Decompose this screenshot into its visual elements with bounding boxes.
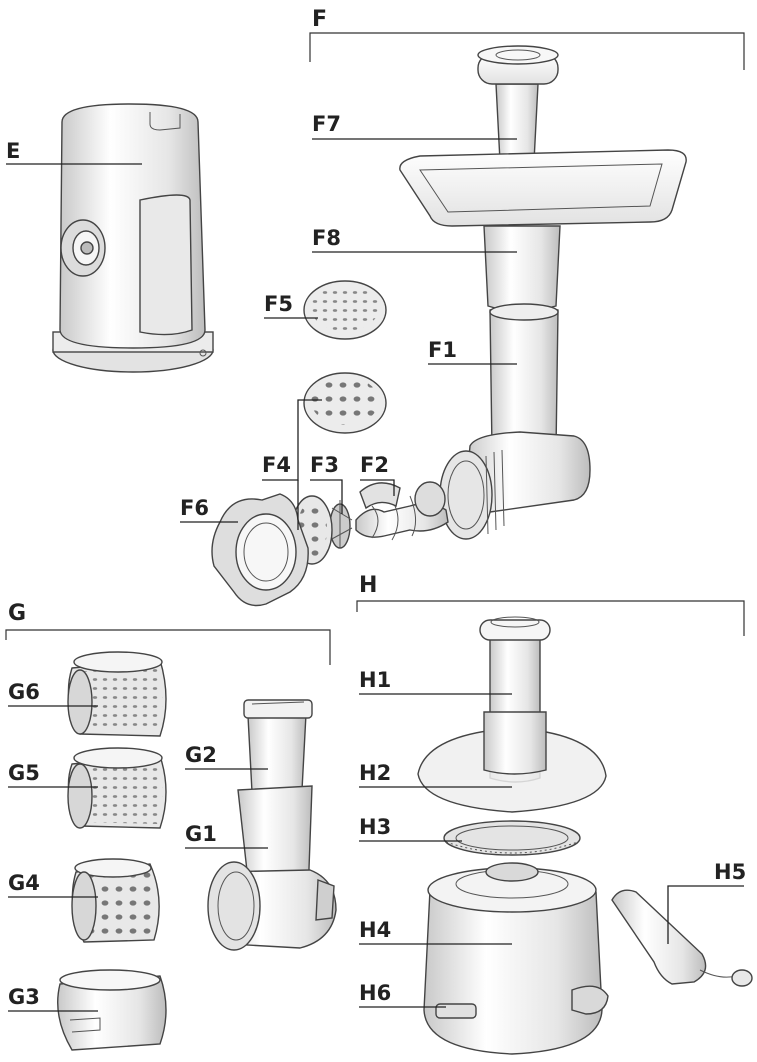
label-g3: G3 [8, 985, 40, 1009]
label-g2: G2 [185, 743, 217, 767]
part-f2-screw [355, 481, 449, 541]
group-f-bracket [309, 32, 745, 70]
part-g1-body [207, 785, 337, 951]
group-label-f: F [312, 7, 327, 32]
part-e-housing [52, 103, 214, 373]
label-g4: G4 [8, 871, 40, 895]
part-g3-drum [57, 969, 167, 1051]
label-g6: G6 [8, 680, 40, 704]
part-h3-filter [443, 820, 581, 856]
part-f5-plate-fine [303, 280, 387, 340]
label-f8: F8 [312, 226, 341, 250]
part-f3-blade [329, 500, 353, 549]
part-h5-spout [611, 889, 753, 987]
part-g5-drum [67, 747, 167, 829]
part-h2-cover [417, 711, 607, 813]
label-h5: H5 [714, 860, 746, 884]
part-f4-plate-loose [303, 372, 387, 434]
part-h4-base [423, 862, 609, 1055]
part-g4-drum [71, 858, 160, 943]
part-g2-pusher [243, 699, 313, 793]
label-f4: F4 [262, 453, 291, 477]
label-h2: H2 [359, 761, 391, 785]
part-g6-drum [67, 651, 167, 737]
label-f7: F7 [312, 112, 341, 136]
group-label-h: H [359, 573, 377, 598]
label-f3: F3 [310, 453, 339, 477]
group-h-bracket [356, 600, 745, 636]
label-h3: H3 [359, 815, 391, 839]
label-h1: H1 [359, 668, 391, 692]
group-label-g: G [8, 601, 26, 626]
part-f8-tray [399, 149, 687, 312]
label-f1: F1 [428, 338, 457, 362]
label-f2: F2 [360, 453, 389, 477]
label-f5: F5 [264, 292, 293, 316]
label-f6: F6 [180, 496, 209, 520]
label-h6: H6 [359, 981, 391, 1005]
label-e: E [6, 139, 20, 163]
label-g5: G5 [8, 761, 40, 785]
label-h4: H4 [359, 918, 391, 942]
label-g1: G1 [185, 822, 217, 846]
group-g-bracket [5, 629, 331, 665]
part-f1-body [439, 303, 591, 540]
part-f6-ring [211, 493, 309, 607]
